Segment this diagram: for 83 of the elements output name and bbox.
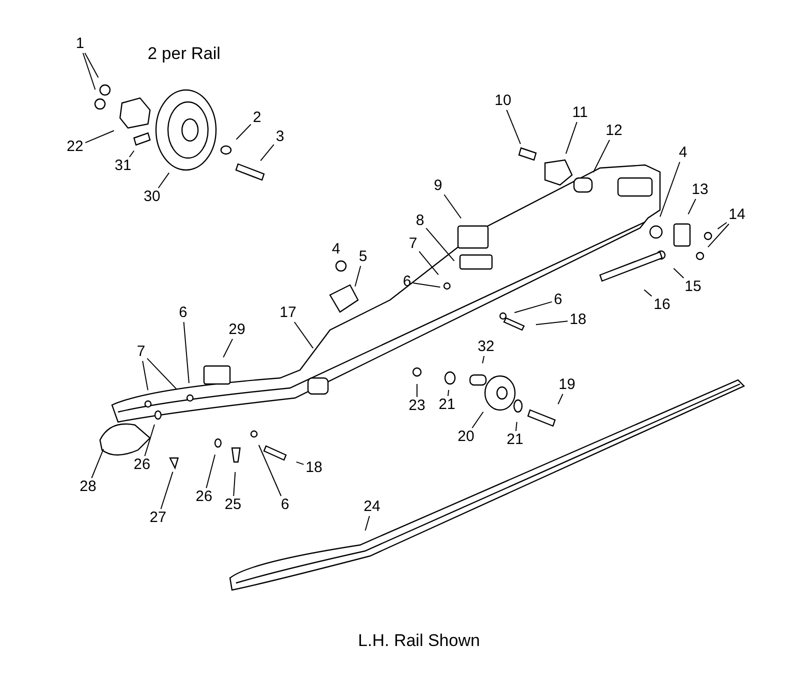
- note-text: L.H. Rail Shown: [358, 631, 480, 651]
- callout-number: 28: [80, 479, 96, 495]
- leader-line: [160, 471, 174, 510]
- callout-number: 18: [306, 460, 322, 476]
- callout-number: 13: [692, 182, 708, 198]
- leader-line: [506, 110, 521, 144]
- callout-number: 15: [684, 279, 702, 295]
- leader-line: [222, 338, 233, 358]
- callout-number: 29: [228, 322, 246, 338]
- leader-line: [236, 124, 252, 140]
- leader-line: [206, 454, 216, 488]
- leader-line: [708, 224, 730, 248]
- callout-number: 2: [252, 110, 262, 126]
- callout-number: 26: [196, 489, 212, 505]
- callout-number: 4: [678, 145, 688, 161]
- callout-number: 6: [178, 305, 188, 321]
- leader-line: [158, 172, 170, 188]
- leader-line: [412, 282, 441, 288]
- callout-number: 23: [408, 398, 426, 414]
- callout-number: 7: [408, 236, 418, 252]
- leader-line: [660, 162, 680, 218]
- leader-line: [644, 289, 652, 297]
- callout-number: 4: [332, 240, 340, 258]
- leader-line: [426, 228, 455, 262]
- leader-line: [183, 322, 190, 384]
- leader-line: [260, 144, 274, 162]
- callout-number: 14: [728, 207, 746, 223]
- leader-line: [515, 421, 518, 432]
- callout-number: 7: [136, 344, 146, 360]
- callout-number: 11: [572, 105, 588, 121]
- callout-number: 12: [606, 123, 622, 139]
- callout-number: 6: [280, 497, 290, 513]
- leader-line: [688, 198, 696, 215]
- callout-number: 27: [150, 510, 166, 526]
- leader-line: [364, 516, 370, 531]
- callout-number: 5: [358, 249, 368, 265]
- leader-line: [296, 461, 304, 465]
- leader-line: [233, 471, 236, 496]
- callout-number: 24: [364, 499, 380, 515]
- leader-line: [472, 411, 484, 428]
- callout-number: 25: [224, 497, 242, 513]
- leader-line: [84, 52, 99, 78]
- leader-line: [418, 250, 439, 276]
- leader-line: [258, 444, 282, 496]
- leader-line: [416, 384, 418, 398]
- leader-line: [717, 222, 728, 230]
- callout-number: 10: [494, 93, 512, 109]
- leader-line: [146, 358, 178, 390]
- leader-line: [565, 122, 578, 154]
- leader-line: [144, 424, 155, 456]
- leader-line: [128, 150, 134, 158]
- callout-number: 18: [570, 312, 586, 328]
- leader-line: [444, 194, 462, 219]
- leader-line: [448, 389, 450, 396]
- callout-number: 9: [434, 178, 442, 194]
- callout-number: 8: [416, 213, 424, 229]
- callout-number: 19: [558, 377, 576, 393]
- callout-number: 6: [554, 292, 562, 308]
- callout-number: 31: [114, 158, 132, 174]
- callout-number: 21: [506, 432, 524, 448]
- callout-number: 32: [478, 339, 494, 355]
- leader-line: [354, 266, 362, 287]
- callout-number: 17: [280, 305, 296, 321]
- callout-number: 22: [66, 139, 84, 155]
- leader-line: [592, 140, 610, 173]
- leader-line: [673, 268, 684, 278]
- callout-number: 16: [654, 297, 670, 313]
- callout-number: 20: [458, 429, 474, 445]
- callout-number: 26: [134, 457, 150, 473]
- leader-line: [84, 130, 114, 144]
- callout-number: 3: [276, 129, 284, 145]
- leader-line: [294, 322, 314, 349]
- callout-number: 30: [144, 189, 160, 205]
- callout-number: 21: [438, 397, 456, 413]
- leader-line: [558, 394, 564, 405]
- leader-line: [514, 301, 552, 314]
- leader-line: [91, 448, 104, 478]
- callout-number: 1: [76, 36, 84, 52]
- leader-line: [142, 360, 148, 391]
- note-text: 2 per Rail: [148, 44, 220, 64]
- leader-line: [535, 320, 568, 326]
- leader-line: [82, 52, 96, 90]
- leader-line: [482, 356, 485, 364]
